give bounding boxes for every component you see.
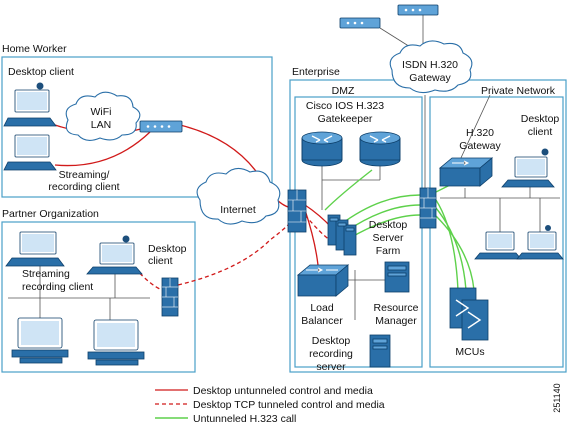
internet-cloud (196, 167, 281, 225)
isdn-cloud (389, 40, 473, 94)
drs-label-2: recording (309, 348, 353, 360)
legend-item-1: Desktop untunneled control and media (193, 385, 373, 397)
wifi-label-2: LAN (91, 119, 111, 131)
green-fw-mcu-3 (435, 215, 475, 291)
home-router-icon (139, 120, 183, 133)
partner-desktop-laptop-icon (86, 235, 143, 275)
enterprise-firewall-icon (287, 189, 307, 233)
private-network-label: Private Network (481, 85, 556, 97)
h320-to-isdn (459, 94, 491, 161)
partner-streaming-label-1: Streaming (22, 268, 70, 280)
internet-label: Internet (220, 204, 256, 216)
private-desktop-label-1: Desktop (521, 113, 560, 125)
mcus-label: MCUs (455, 346, 484, 358)
isdn-device-2 (397, 4, 439, 16)
partner-desktop-label-1: Desktop (148, 243, 187, 255)
red-fw-to-lb (304, 209, 319, 266)
drs-label-1: Desktop (312, 335, 351, 347)
h320-gateway-icon (438, 157, 494, 187)
desktop-server-farm-icon (327, 214, 357, 256)
reddash-partner-internet (177, 211, 301, 286)
private-laptop-2-icon (516, 225, 564, 260)
partner-firewall-icon (161, 277, 179, 317)
legend-item-2: Desktop TCP tunneled control and media (193, 399, 385, 411)
partner-pc-1-icon (11, 317, 69, 364)
partner-organization-label: Partner Organization (2, 208, 99, 220)
desktop-recording-server-icon (369, 334, 391, 368)
lb-label-1: Load (310, 302, 334, 314)
private-desktop-label-2: client (528, 126, 553, 138)
lb-label-2: Balancer (301, 315, 343, 327)
home-worker-label: Home Worker (2, 43, 67, 55)
inner-firewall-icon (419, 187, 437, 229)
partner-laptop-icon (5, 231, 65, 267)
green-fw-mcu-2 (435, 207, 467, 291)
partner-organization-zone (1, 221, 196, 373)
home-streaming-laptop-icon (3, 134, 57, 171)
isdn-label-1: ISDN H.320 (402, 59, 458, 71)
home-laptop-icon (3, 82, 57, 127)
gatekeeper-router-2-icon (359, 131, 401, 167)
green-fw-mcu-1 (435, 199, 459, 291)
dmz-label: DMZ (332, 85, 355, 97)
enterprise-label: Enterprise (292, 66, 340, 78)
rm-label-1: Resource (374, 302, 419, 314)
dsf-label-2: Server (373, 232, 404, 244)
private-network-zone (429, 96, 564, 368)
resource-manager-icon (384, 261, 410, 293)
h320-label-2: Gateway (459, 140, 501, 152)
private-laptop-1-icon (474, 231, 522, 260)
wifi-lan-cloud (65, 91, 141, 141)
red-home-streaming-link (54, 131, 151, 167)
green-dsf-fw-3 (349, 214, 421, 239)
legend: Desktop untunneled control and media Des… (155, 385, 385, 425)
gatekeeper-label-1: Cisco IOS H.323 (306, 100, 384, 112)
partner-desktop-label-2: client (148, 255, 173, 267)
drs-label-3: server (316, 361, 346, 373)
gatekeeper-label-2: Gatekeeper (318, 113, 373, 125)
gatekeeper-router-1-icon (301, 131, 343, 167)
mcu-stack-icon (449, 287, 489, 341)
desktop-client-home-label: Desktop client (8, 66, 74, 78)
green-dsf-fw-1 (339, 194, 421, 226)
dsf-label-1: Desktop (369, 219, 408, 231)
green-dsf-gk (324, 169, 373, 211)
reddash-fw-to-dsf (304, 214, 331, 241)
rm-label-2: Manager (375, 315, 417, 327)
load-balancer-icon (296, 264, 350, 297)
wifi-label-1: WiFi (91, 106, 112, 118)
home-worker-zone (1, 56, 273, 198)
partner-streaming-label-2: recording client (22, 281, 93, 293)
streaming-label-1: Streaming/ (59, 169, 110, 181)
dsf-label-3: Farm (376, 245, 401, 257)
streaming-label-2: recording client (48, 181, 119, 193)
isdn-label-2: Gateway (409, 72, 451, 84)
partner-pc-2-icon (87, 319, 145, 366)
legend-item-3: Untunneled H.323 call (193, 413, 296, 425)
h320-label-1: H.320 (466, 127, 494, 139)
isdn-device-1 (339, 17, 381, 29)
figure-id: 251140 (552, 383, 562, 412)
private-desktop-laptop-icon (501, 148, 555, 188)
